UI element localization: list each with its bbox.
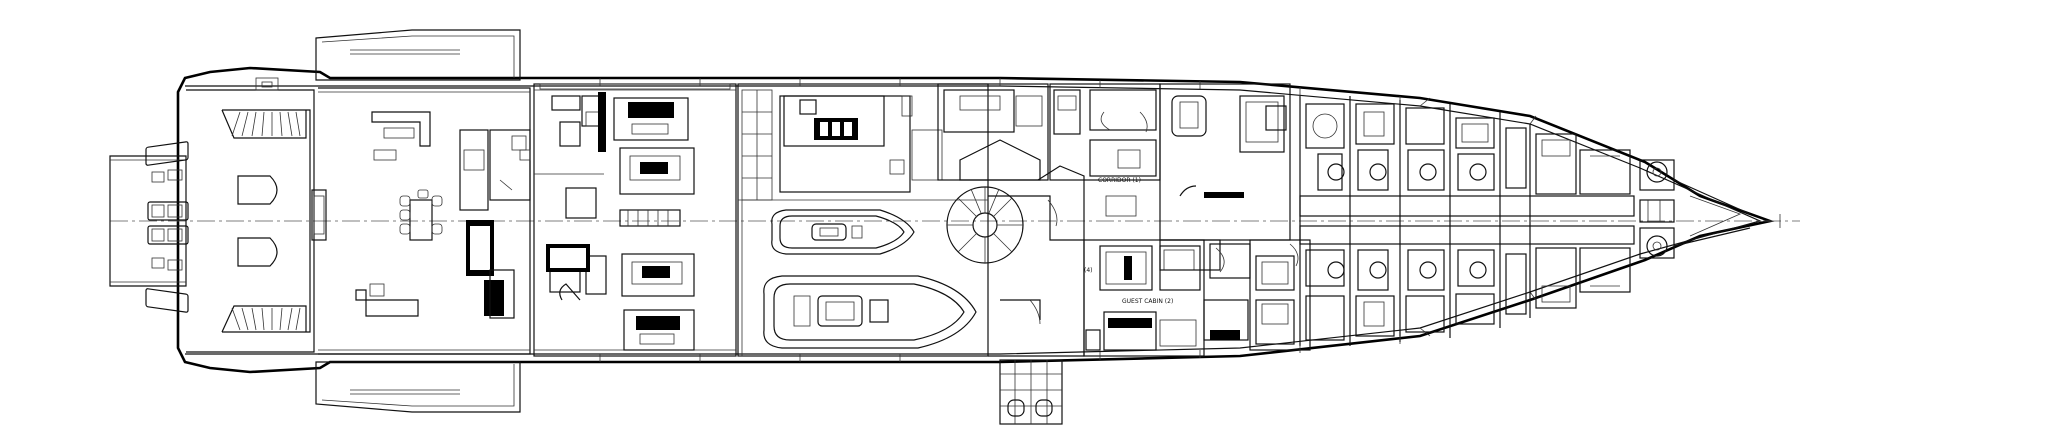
stairs-aft-upper (221, 109, 307, 139)
aft-cockpit (186, 77, 315, 353)
forward-stores (1535, 133, 1631, 309)
crew-cabin-3 (1405, 107, 1445, 333)
genset-4 (623, 309, 695, 351)
crew-quarters (1299, 96, 1635, 346)
hull-outline (176, 66, 1775, 374)
spiral-staircase (937, 83, 1049, 264)
guest-cabin-label: GUEST CABIN (2) (1122, 298, 1173, 305)
crew-cabin-4 (1455, 117, 1495, 325)
tender-boat-small (771, 209, 915, 255)
seat-port (237, 175, 278, 205)
genset-1 (613, 97, 689, 141)
corridor-area: CORRIDOR (1) (1049, 83, 1161, 217)
tender-garage: (4) (737, 83, 1093, 357)
beach-club (311, 87, 531, 355)
genset-2 (619, 147, 695, 195)
crew-cabin-5 (1505, 127, 1527, 315)
seat-starboard (237, 237, 278, 267)
sun-lounger-group (145, 141, 189, 313)
guest-cabin-aft: GUEST CABIN (2) (1083, 239, 1205, 357)
master-suite (1159, 83, 1291, 341)
crew-cabin-1 (1305, 103, 1345, 341)
swim-platform (109, 141, 189, 313)
crew-cabin-2 (1355, 103, 1395, 337)
genset-3 (621, 253, 695, 297)
vip-cabin (1249, 239, 1311, 351)
tender-number-label: (4) (1084, 267, 1093, 274)
frame-markers (599, 78, 1401, 362)
corridor-label: CORRIDOR (1) (1098, 177, 1141, 184)
lobby (988, 165, 1085, 357)
engine-room (533, 83, 737, 357)
tender-boat-large (763, 275, 977, 349)
anchor-windlass (1639, 159, 1751, 259)
stairs-aft-lower (221, 305, 307, 333)
side-bulwark-doors (315, 29, 521, 413)
boarding-ladder (999, 359, 1063, 425)
